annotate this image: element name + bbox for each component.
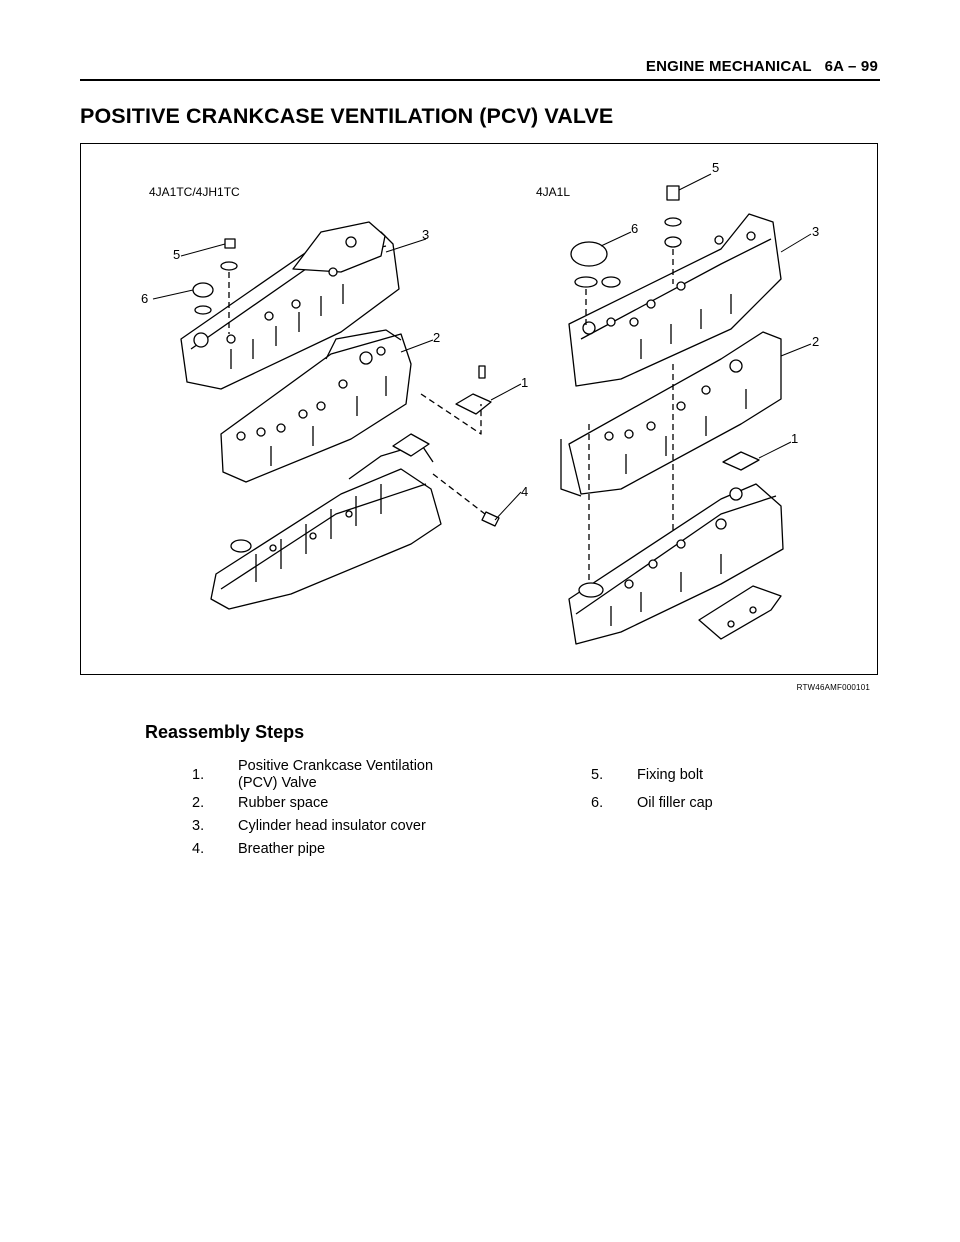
left-cylinder-head-cover bbox=[210, 468, 442, 610]
step-text: Positive Crankcase Ventilation (PCV) Val… bbox=[238, 758, 434, 791]
reassembly-title: Reassembly Steps bbox=[145, 722, 305, 742]
step-text: Fixing bolt bbox=[637, 767, 704, 783]
callout-right-2: 2 bbox=[812, 334, 820, 349]
step-text: Breather pipe bbox=[238, 841, 326, 857]
right-oil-filler-cap bbox=[570, 241, 608, 267]
callout-left-3: 3 bbox=[422, 227, 430, 242]
left-pcv-valve-seat bbox=[392, 433, 430, 457]
left-oil-filler-port bbox=[230, 539, 252, 553]
right-cap-seal bbox=[574, 276, 598, 288]
callout-left-2: 2 bbox=[433, 330, 441, 345]
step-number: 3. bbox=[192, 818, 205, 834]
callout-right-3: 3 bbox=[812, 224, 820, 239]
callout-right-6: 6 bbox=[631, 221, 639, 236]
right-fixing-bolt bbox=[666, 185, 680, 201]
callout-left-5: 5 bbox=[173, 247, 181, 262]
step-number: 2. bbox=[192, 795, 205, 811]
page-title: POSITIVE CRANKCASE VENTILATION (PCV) VAL… bbox=[80, 104, 614, 128]
callout-right-5: 5 bbox=[712, 160, 720, 175]
header-rule bbox=[80, 79, 880, 81]
page-header: ENGINE MECHANICAL 6A – 99 bbox=[80, 58, 880, 82]
reassembly-steps-right: 5. Fixing bolt 6. Oil filler cap bbox=[591, 758, 851, 818]
left-fixing-bolt bbox=[224, 238, 236, 249]
left-rubber-space bbox=[220, 333, 412, 483]
right-cap-seal-2 bbox=[601, 276, 621, 288]
right-oil-filler-port bbox=[578, 582, 604, 598]
step-text: Cylinder head insulator cover bbox=[238, 818, 426, 834]
right-insulator-cover bbox=[568, 213, 782, 387]
left-pcv-valve bbox=[455, 393, 492, 415]
callout-left-1: 1 bbox=[521, 375, 529, 390]
step-text: Rubber space bbox=[238, 795, 329, 811]
left-insulator-cover-bulge bbox=[292, 221, 386, 273]
left-washer bbox=[220, 261, 238, 271]
right-pcv-valve bbox=[722, 451, 760, 471]
figure-right-model-label: 4JA1L bbox=[536, 185, 571, 199]
callout-left-4: 4 bbox=[521, 484, 529, 499]
left-cap-seal bbox=[194, 305, 212, 315]
right-washer-low bbox=[664, 236, 682, 248]
exploded-view-drawing bbox=[152, 173, 812, 645]
step-number: 5. bbox=[591, 767, 604, 783]
step-number: 4. bbox=[192, 841, 205, 857]
right-rubber-space bbox=[568, 331, 782, 495]
header-text: ENGINE MECHANICAL 6A – 99 bbox=[645, 58, 878, 75]
figure-code: RTW46AMF000101 bbox=[796, 683, 870, 692]
callout-right-1: 1 bbox=[791, 431, 799, 446]
left-pcv-bolt bbox=[478, 365, 486, 379]
callout-left-6: 6 bbox=[141, 291, 149, 306]
reassembly-steps-left: 1. Positive Crankcase Ventilation (PCV) … bbox=[192, 758, 492, 868]
left-oil-filler-cap bbox=[192, 282, 214, 298]
step-text: Oil filler cap bbox=[637, 795, 713, 811]
right-washer-top bbox=[664, 217, 682, 227]
exploded-view-figure: 4JA1TC/4JH1TC 4JA1L 5 6 3 2 1 4 5 6 3 2 … bbox=[80, 143, 878, 675]
right-gasket-plate bbox=[698, 585, 782, 640]
left-breather-pipe bbox=[481, 511, 500, 527]
step-number: 1. bbox=[192, 767, 205, 783]
step-number: 6. bbox=[591, 795, 604, 811]
figure-left-model-label: 4JA1TC/4JH1TC bbox=[149, 185, 240, 199]
